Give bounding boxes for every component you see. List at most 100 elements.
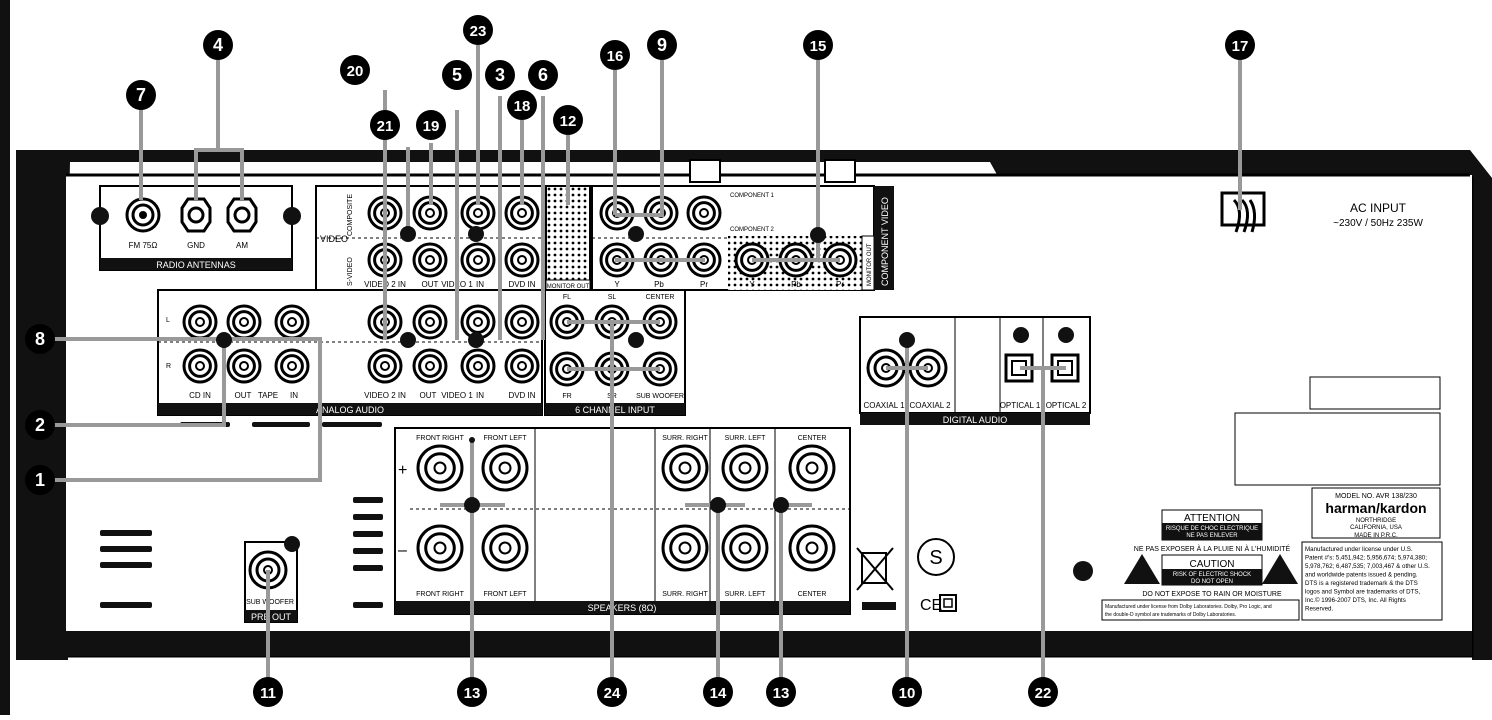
connector-dots	[216, 226, 915, 513]
video-label: VIDEO	[320, 234, 348, 244]
speaker-post-plus[interactable]	[661, 444, 709, 492]
dts-line: and worldwide patents issued & pending.	[1305, 572, 1418, 579]
svg-text:24: 24	[604, 685, 621, 702]
analog-right-jack[interactable]	[226, 348, 262, 384]
callout-marker: 9	[647, 30, 677, 60]
svideo-jack[interactable]	[412, 242, 448, 278]
six-sl: SL	[608, 294, 617, 301]
ce-mark: CE	[920, 597, 942, 614]
speaker-post-plus[interactable]	[481, 444, 529, 492]
svg-text:21: 21	[377, 118, 394, 135]
speaker-post-minus[interactable]	[481, 524, 529, 572]
svg-text:1: 1	[35, 470, 45, 490]
composite-jack[interactable]	[412, 195, 448, 231]
callout-marker: 8	[25, 324, 55, 354]
comp2-y: Y	[749, 280, 755, 289]
svg-text:10: 10	[899, 685, 916, 702]
gnd-terminal[interactable]	[180, 197, 212, 233]
svg-text:16: 16	[607, 48, 624, 65]
fr-top-label: FRONT RIGHT	[416, 435, 464, 442]
component1-label: COMPONENT 1	[730, 193, 775, 199]
analog-left-jack[interactable]	[460, 304, 496, 340]
speaker-post-minus[interactable]	[416, 524, 464, 572]
svg-text:4: 4	[213, 35, 223, 55]
component-video-label: COMPONENT VIDEO	[880, 197, 890, 286]
comp1-pr: Pr	[700, 280, 708, 289]
svg-text:2: 2	[35, 415, 45, 435]
optical2-label: OPTICAL 2	[1046, 401, 1087, 410]
lightning-warning-icon	[1124, 554, 1160, 584]
analog-video1: VIDEO 1	[441, 391, 473, 400]
subwoofer-preout-jack[interactable]	[248, 550, 288, 590]
analog-left-jack[interactable]	[226, 304, 262, 340]
analog-out: OUT	[420, 391, 437, 400]
callout-marker: 6	[528, 60, 558, 90]
svg-text:3: 3	[495, 65, 505, 85]
callout-marker: 5	[442, 60, 472, 90]
dts-line: Patent #'s: 5,451,942; 5,956,674; 5,974,…	[1305, 555, 1427, 562]
analog-right-jack[interactable]	[412, 348, 448, 384]
speaker-post-plus[interactable]	[416, 444, 464, 492]
analog-right-jack[interactable]	[367, 348, 403, 384]
speaker-post-plus[interactable]	[721, 444, 769, 492]
callout-marker: 12	[553, 105, 583, 135]
tape-out-label: OUT	[235, 391, 252, 400]
callout-marker: 16	[600, 40, 630, 70]
analog-left-jack[interactable]	[412, 304, 448, 340]
component-monitor-out: MONITOR OUT	[867, 243, 873, 286]
speaker-post-minus[interactable]	[661, 524, 709, 572]
analog-left-jack[interactable]	[182, 304, 218, 340]
model-plate: MODEL NO. AVR 138/230 harman/kardon NORT…	[1234, 376, 1443, 621]
svg-text:9: 9	[657, 35, 667, 55]
tape-in-label: IN	[290, 391, 298, 400]
svg-text:8: 8	[35, 329, 45, 349]
ac-input-section: AC INPUT ~230V / 50Hz 235W	[1220, 191, 1423, 233]
sl-top-label: SURR. LEFT	[725, 435, 767, 442]
speaker-post-plus[interactable]	[788, 444, 836, 492]
svideo-jack[interactable]	[504, 242, 540, 278]
analog-left-jack[interactable]	[274, 304, 310, 340]
weee-bin-icon	[856, 547, 896, 610]
caution-sub2: DO NOT OPEN	[1191, 579, 1233, 585]
callout-marker: 4	[203, 30, 233, 60]
svg-text:18: 18	[514, 98, 531, 115]
svg-text:19: 19	[423, 118, 440, 135]
speakers-section: SPEAKERS (8Ω) + – FRONT RIGHT FRONT LEFT…	[394, 427, 851, 615]
svg-text:S: S	[929, 547, 942, 569]
analog-right-jack[interactable]	[182, 348, 218, 384]
callout-marker: 7	[126, 80, 156, 110]
callout-marker: 3	[485, 60, 515, 90]
svideo-jack[interactable]	[460, 242, 496, 278]
video-out-label: OUT	[422, 280, 439, 289]
analog-right-jack[interactable]	[504, 348, 540, 384]
am-terminal[interactable]	[226, 197, 258, 233]
speaker-post-minus[interactable]	[788, 524, 836, 572]
ac-input-label: AC INPUT	[1350, 201, 1407, 215]
analog-audio-section: ANALOG AUDIO L R CD IN OUT TAPE IN VIDEO…	[157, 289, 543, 416]
analog-left-jack[interactable]	[504, 304, 540, 340]
fm-jack[interactable]	[125, 197, 161, 233]
speaker-post-minus[interactable]	[721, 524, 769, 572]
analog-right-jack[interactable]	[274, 348, 310, 384]
callout-marker: 21	[370, 110, 400, 140]
composite-jack[interactable]	[504, 195, 540, 231]
svideo-label: S-VIDEO	[347, 257, 354, 286]
comp1-y: Y	[614, 280, 620, 289]
speaker-minus: –	[398, 542, 407, 559]
analog-video2-in: VIDEO 2 IN	[364, 391, 406, 400]
fm-label: FM 75Ω	[129, 241, 158, 250]
fl-top-label: FRONT LEFT	[483, 435, 527, 442]
six-fr: FR	[562, 393, 571, 400]
svg-text:13: 13	[464, 685, 481, 702]
callout-marker: 20	[340, 55, 370, 85]
comp2-pr: Pr	[836, 280, 844, 289]
fl-bot-label: FRONT LEFT	[483, 591, 527, 598]
monitor-out-label: MONITOR OUT	[547, 284, 590, 290]
am-label: AM	[236, 241, 248, 250]
callout-marker: 1	[25, 465, 55, 495]
do-not-expose: DO NOT EXPOSE TO RAIN OR MOISTURE	[1142, 591, 1282, 598]
svg-text:20: 20	[347, 63, 364, 80]
analog-right-jack[interactable]	[460, 348, 496, 384]
analog-in: IN	[476, 391, 484, 400]
component1-jack[interactable]	[686, 195, 722, 231]
